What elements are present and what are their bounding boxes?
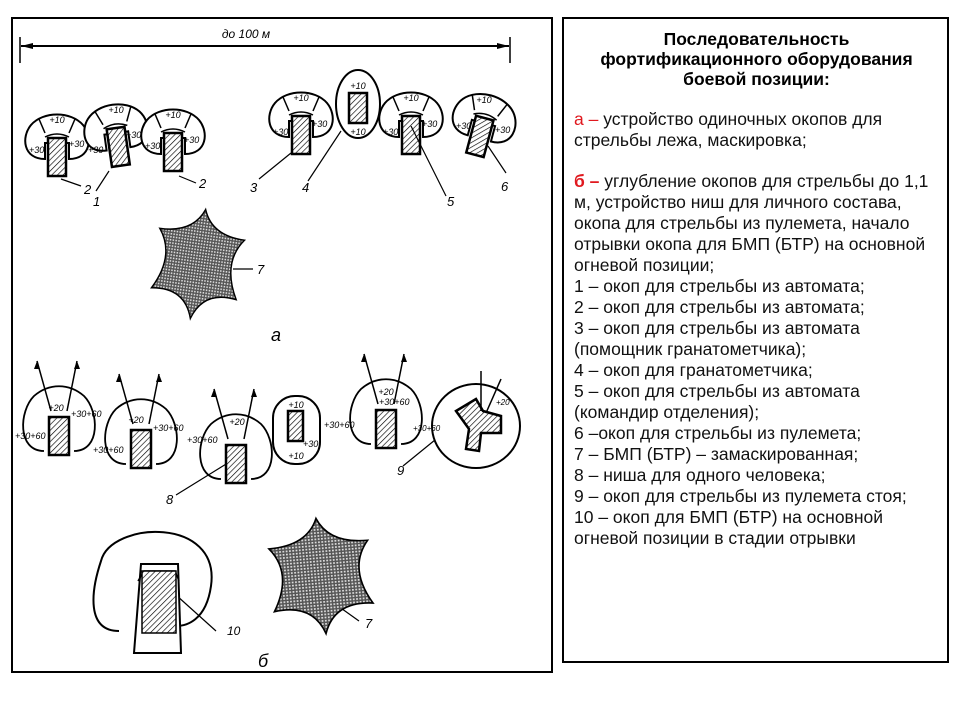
svg-text:+30: +30: [29, 145, 44, 155]
svg-text:+30: +30: [312, 119, 327, 129]
stage-b-text: б – углубление окопов для стрельбы до 1,…: [574, 171, 929, 275]
legend-item: 10 – окоп для БМП (БТР) на основной огне…: [574, 507, 884, 548]
legend-item: 8 – ниша для одного человека;: [574, 465, 826, 485]
svg-text:+10: +10: [403, 93, 418, 103]
svg-text:+30: +30: [69, 139, 84, 149]
svg-text:2: 2: [83, 182, 92, 197]
svg-text:1: 1: [93, 194, 100, 209]
legend-item: 6 –окоп для стрельбы из пулемета;: [574, 423, 862, 443]
legend-item: 3 – окоп для стрельбы из автомата (помощ…: [574, 318, 860, 359]
panel-b-trenches: +20 +30+60 +30+60 +20 +30+60 +30+60 +20 …: [15, 352, 521, 485]
svg-text:+10: +10: [165, 110, 180, 120]
svg-text:+30: +30: [422, 119, 437, 129]
svg-text:3: 3: [250, 180, 258, 195]
leader-lines: [60, 125, 507, 632]
panel-b-label: б: [258, 651, 269, 671]
svg-text:+10: +10: [288, 451, 303, 461]
svg-text:+10: +10: [350, 127, 365, 137]
svg-text:6: 6: [501, 179, 509, 194]
legend-item: 9 – окоп для стрельбы из пулемета стоя;: [574, 486, 907, 506]
svg-text:+30: +30: [303, 439, 318, 449]
legend-list: 1 – окоп для стрельбы из автомата; 2 – о…: [574, 276, 939, 549]
svg-text:+30: +30: [145, 141, 160, 151]
svg-text:7: 7: [365, 616, 373, 631]
svg-text:8: 8: [166, 492, 174, 507]
svg-text:+10: +10: [288, 400, 303, 410]
svg-text:2: 2: [198, 176, 207, 191]
svg-text:4: 4: [302, 180, 309, 195]
svg-text:+30: +30: [495, 125, 510, 135]
panel-a-trenches: +10 +10 +10 +10 +10 +10 +10 +10 +30 +30 …: [23, 69, 523, 178]
diagram-panel: до 100 м +10 +10 +10 +10 +10 +10 +10 +10…: [11, 17, 553, 673]
panel-a-label: а: [271, 325, 281, 345]
svg-text:+30: +30: [184, 135, 199, 145]
svg-text:10: 10: [227, 624, 241, 638]
svg-text:+30+60: +30+60: [153, 423, 184, 433]
svg-text:+30: +30: [126, 130, 141, 140]
svg-text:+30+60: +30+60: [379, 397, 410, 407]
svg-text:+10: +10: [293, 93, 308, 103]
svg-text:+20: +20: [48, 403, 63, 413]
svg-text:+30+60: +30+60: [15, 431, 46, 441]
slide-title: Последовательность фортификационного обо…: [600, 29, 913, 89]
bmp-trench: [92, 530, 213, 654]
camouflaged-bmp-b: [265, 513, 377, 639]
svg-text:7: 7: [257, 262, 265, 277]
svg-text:+20: +20: [229, 417, 244, 427]
svg-text:+30+60: +30+60: [413, 424, 441, 433]
svg-text:+30+60: +30+60: [324, 420, 355, 430]
stage-a-text: а – устройство одиночных окопов для стре…: [574, 109, 883, 150]
svg-text:9: 9: [397, 463, 404, 478]
camouflaged-bmp-a: [147, 202, 249, 326]
svg-text:+10: +10: [49, 115, 64, 125]
legend-item: 5 – окоп для стрельбы из автомата (коман…: [574, 381, 860, 422]
description-panel: Последовательность фортификационного обо…: [562, 17, 949, 663]
fortification-diagram: до 100 м +10 +10 +10 +10 +10 +10 +10 +10…: [15, 27, 523, 671]
stage-a-marker: а –: [574, 109, 599, 129]
stage-b-marker: б –: [574, 171, 600, 191]
legend-item: 4 – окоп для гранатометчика;: [574, 360, 813, 380]
svg-text:+10: +10: [476, 95, 491, 105]
svg-text:+10: +10: [350, 81, 365, 91]
svg-text:+30: +30: [456, 121, 471, 131]
legend-item: 1 – окоп для стрельбы из автомата;: [574, 276, 865, 296]
distance-label: до 100 м: [222, 27, 270, 41]
svg-text:+30: +30: [88, 145, 103, 155]
legend-item: 2 – окоп для стрельбы из автомата;: [574, 297, 865, 317]
legend-item: 7 – БМП (БТР) – замаскированная;: [574, 444, 859, 464]
svg-text:+20: +20: [128, 415, 143, 425]
svg-text:+20: +20: [496, 398, 510, 407]
svg-text:+30: +30: [273, 127, 288, 137]
svg-text:+10: +10: [108, 105, 123, 115]
svg-text:+30+60: +30+60: [93, 445, 124, 455]
svg-text:+30+60: +30+60: [71, 409, 102, 419]
svg-text:+20: +20: [378, 387, 393, 397]
distance-dimension: до 100 м: [19, 27, 511, 63]
svg-text:5: 5: [447, 194, 455, 209]
svg-text:+30: +30: [383, 127, 398, 137]
svg-text:+30+60: +30+60: [187, 435, 218, 445]
